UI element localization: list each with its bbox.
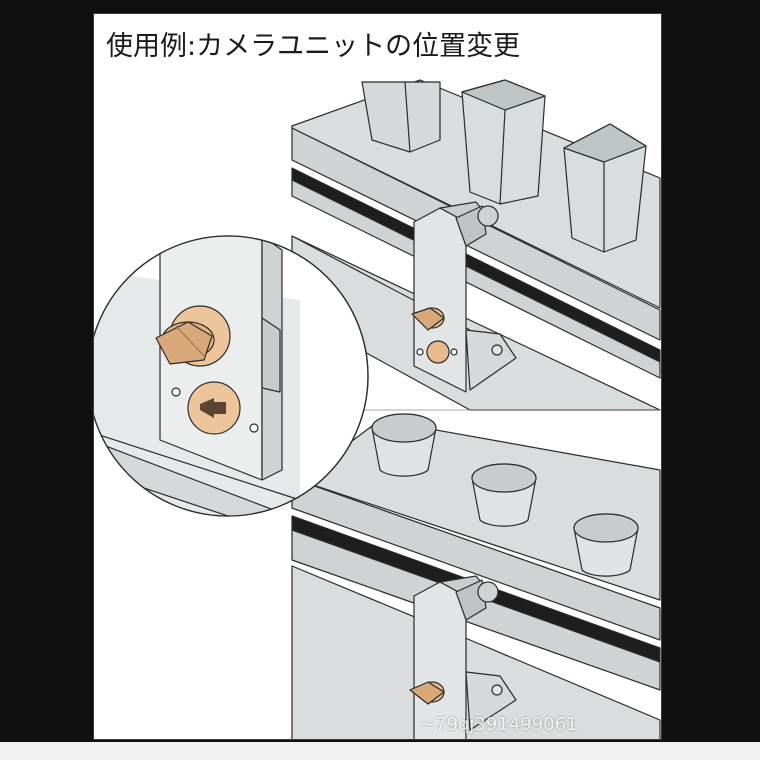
short-cup-3 — [573, 513, 639, 577]
page-title: 使用例:カメラユニットの位置変更 — [106, 31, 521, 62]
bottom-scene — [291, 413, 661, 739]
tall-cup-2 — [461, 79, 546, 205]
tall-cup-1 — [361, 81, 441, 153]
magnified-knob-detail — [94, 235, 369, 517]
top-knob — [411, 307, 445, 331]
short-cup-1 — [371, 413, 437, 477]
watermark-text: ~79qj391499061 — [420, 714, 578, 735]
bottom-camera-bracket — [409, 575, 517, 739]
bottom-strip — [0, 742, 760, 760]
short-cup-2 — [471, 463, 537, 527]
tall-cup-3 — [563, 123, 647, 253]
bottom-knob — [409, 681, 445, 705]
top-scene — [291, 79, 661, 411]
top-camera-bracket — [411, 201, 517, 393]
